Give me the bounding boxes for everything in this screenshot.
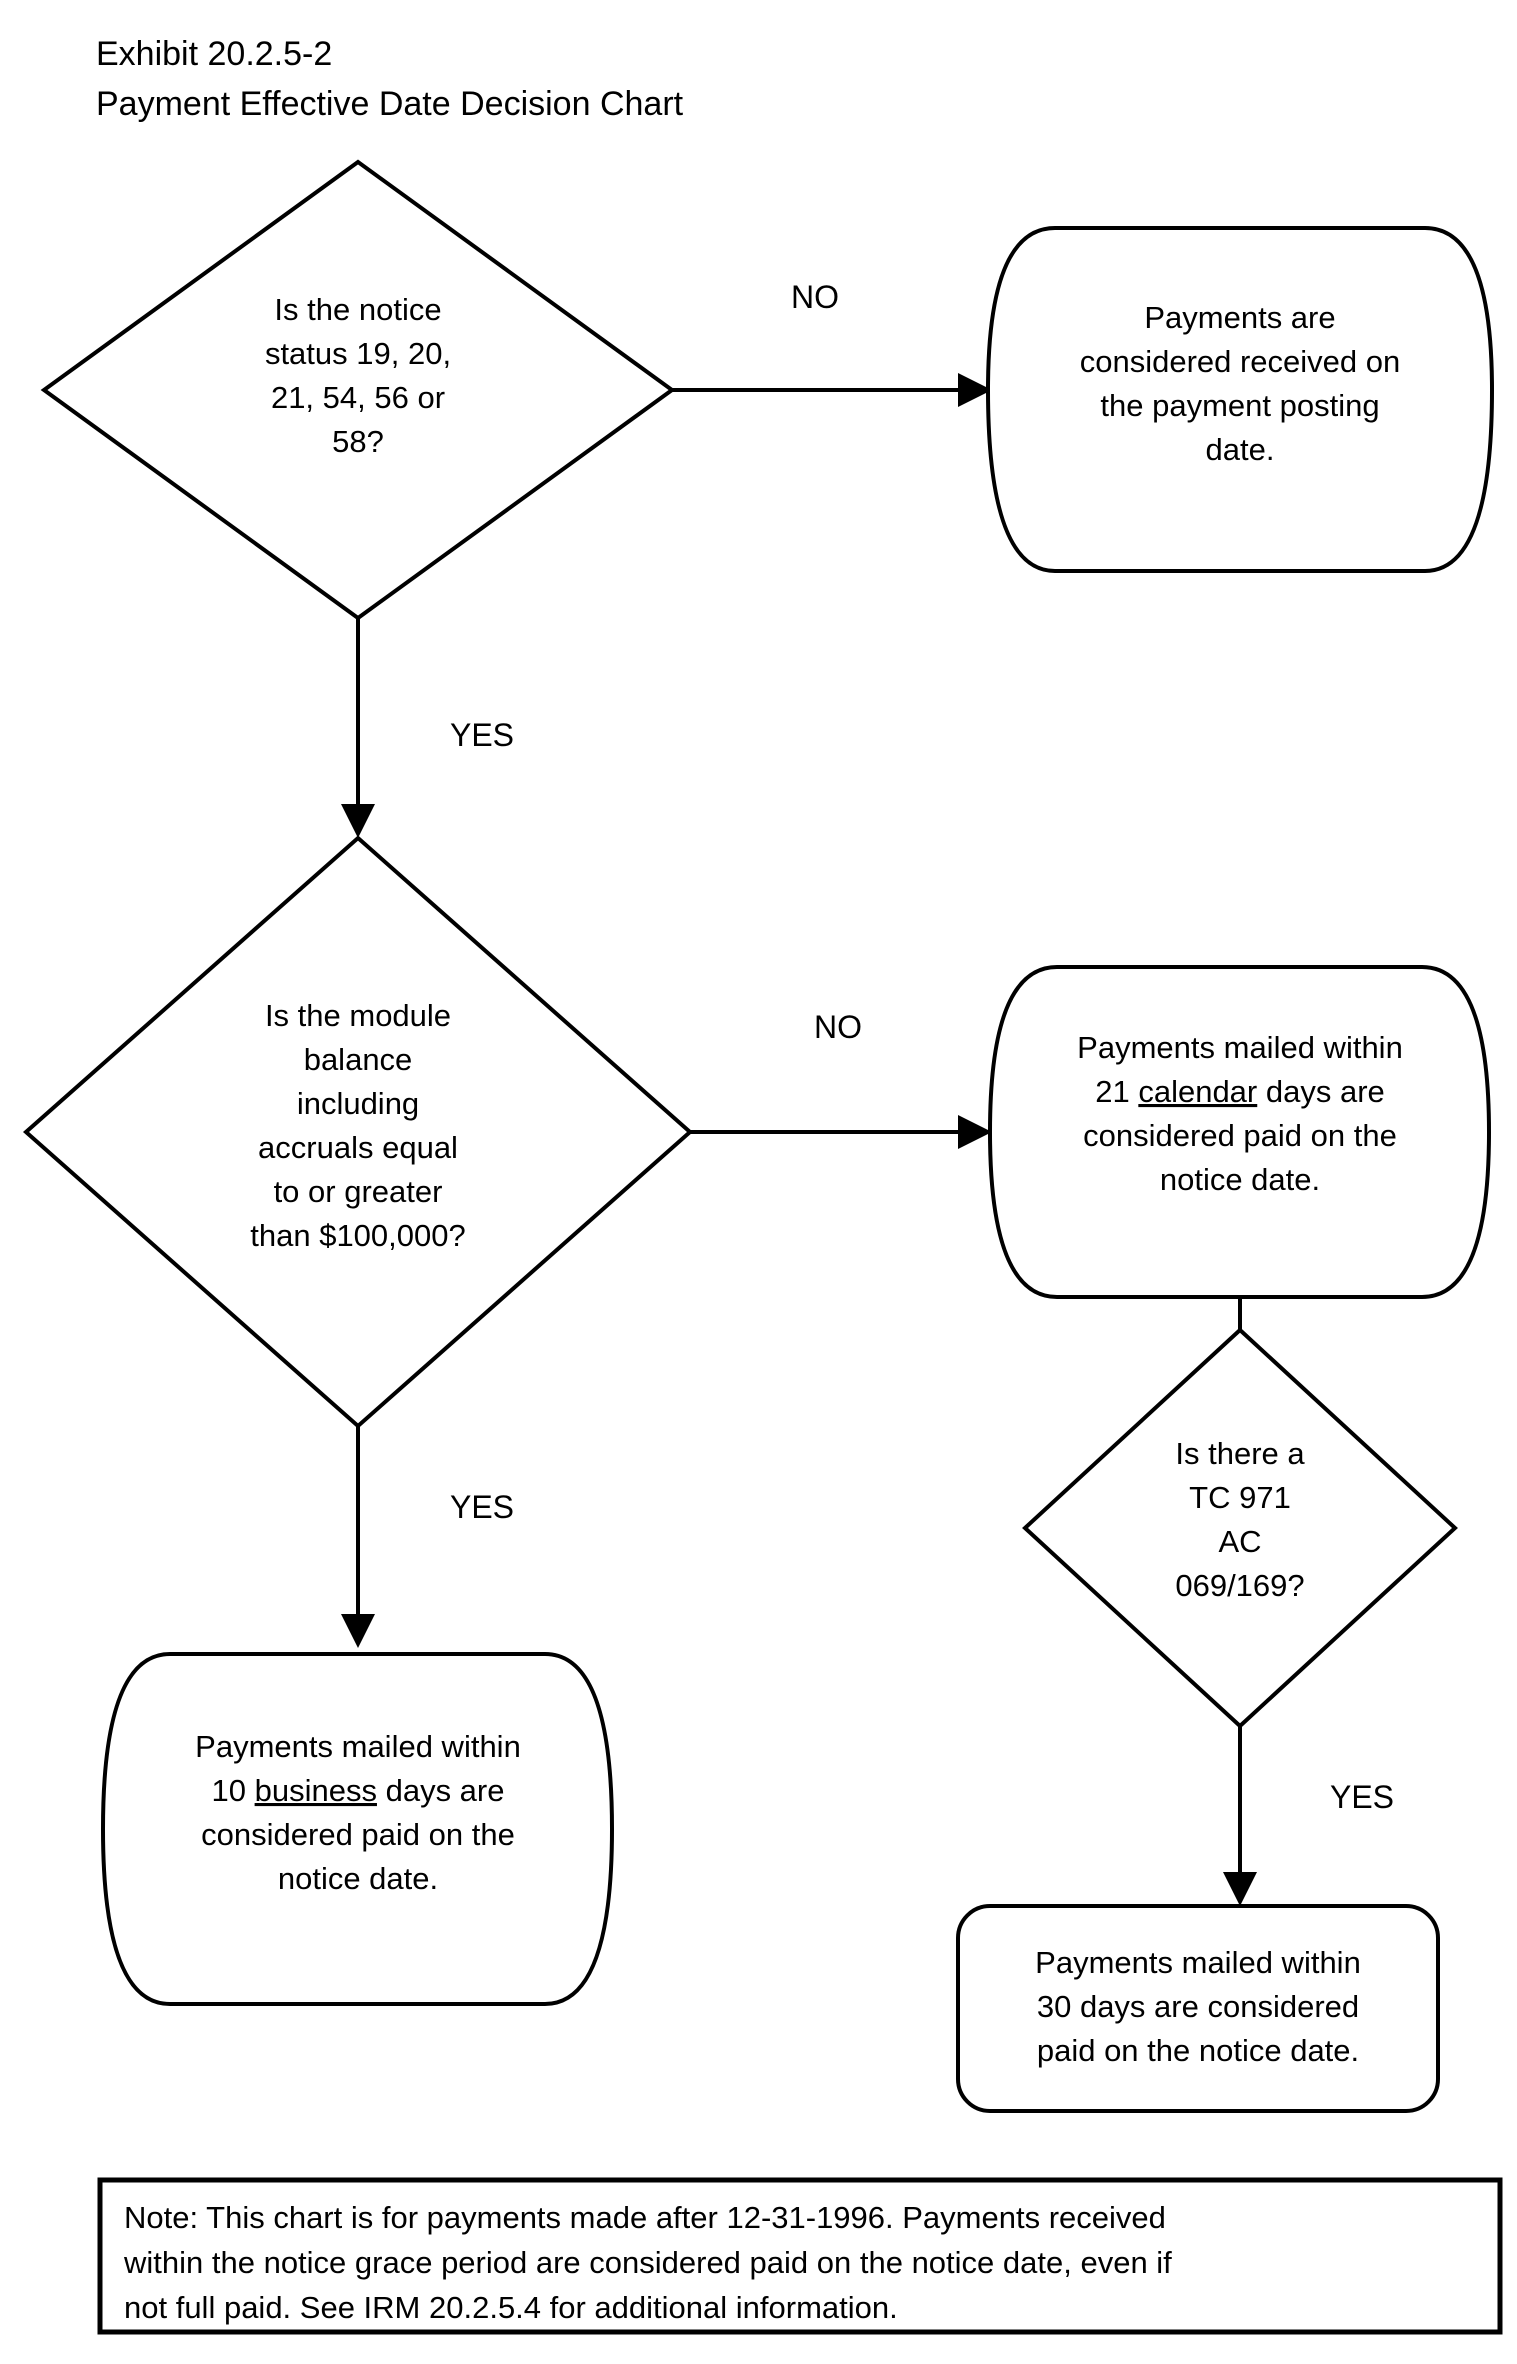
decision-node-module-balance[interactable]: Is the module balance including accruals… [22, 835, 694, 1429]
outcome-line-2-suffix: days are [377, 1773, 505, 1808]
decision-line-3: including [297, 1086, 419, 1121]
outcome-line-3: paid on the notice date. [1037, 2033, 1359, 2068]
exhibit-id: Exhibit 20.2.5-2 [96, 35, 332, 73]
decision-line-1: Is there a [1175, 1436, 1305, 1471]
outcome-line-3: the payment posting [1100, 388, 1379, 423]
edge-module-balance-yes: YES [341, 1426, 514, 1648]
outcome-line-2: 10 business days are [212, 1773, 505, 1808]
outcome-line-1: Payments are [1144, 300, 1335, 335]
edge-tc971-yes: YES [1223, 1726, 1394, 1906]
outcome-line-1: Payments mailed within [1077, 1030, 1403, 1065]
outcome-line-4: notice date. [278, 1861, 438, 1896]
arrowhead-icon [1223, 1872, 1257, 1906]
decision-line-3: AC [1218, 1524, 1261, 1559]
edge-label-no-2: NO [814, 1009, 862, 1045]
note-line-3: not full paid. See IRM 20.2.5.4 for addi… [124, 2290, 898, 2325]
decision-node-notice-status[interactable]: Is the notice status 19, 20, 21, 54, 56 … [40, 159, 676, 621]
outcome-line-2-prefix: 10 [212, 1773, 255, 1808]
outcome-node-21-calendar-days[interactable]: Payments mailed within 21 calendar days … [987, 965, 1492, 1299]
rounded-terminator-shape [100, 1652, 615, 2006]
page-title: Payment Effective Date Decision Chart [96, 85, 684, 123]
decision-line-4: 58? [332, 424, 384, 459]
decision-line-2: status 19, 20, [265, 336, 451, 371]
decision-line-2: TC 971 [1189, 1480, 1291, 1515]
arrowhead-icon [341, 1614, 375, 1648]
arrowhead-icon [958, 1115, 992, 1149]
decision-line-5: to or greater [274, 1174, 443, 1209]
outcome-node-10-business-days[interactable]: Payments mailed within 10 business days … [100, 1652, 615, 2006]
arrowhead-icon [341, 804, 375, 838]
decision-line-3: 21, 54, 56 or [271, 380, 445, 415]
outcome-line-2: 21 calendar days are [1095, 1074, 1385, 1109]
outcome-line-1: Payments mailed within [195, 1729, 521, 1764]
note-box: Note: This chart is for payments made af… [97, 2177, 1503, 2335]
outcome-line-2-emphasis: business [255, 1773, 377, 1808]
edge-module-balance-no: NO [690, 1009, 992, 1149]
rounded-terminator-shape [987, 965, 1492, 1299]
edge-notice-status-no: NO [672, 279, 992, 407]
decision-line-2: balance [304, 1042, 413, 1077]
outcome-node-posting-date[interactable]: Payments are considered received on the … [985, 226, 1495, 573]
outcome-line-2-suffix: days are [1257, 1074, 1385, 1109]
edge-notice-status-yes: YES [341, 618, 514, 838]
outcome-line-4: date. [1206, 432, 1275, 467]
decision-line-6: than $100,000? [250, 1218, 466, 1253]
outcome-node-30-days[interactable]: Payments mailed within 30 days are consi… [956, 1904, 1440, 2113]
outcome-line-2-emphasis: calendar [1138, 1074, 1257, 1109]
outcome-line-3: considered paid on the [1083, 1118, 1397, 1153]
outcome-line-4: notice date. [1160, 1162, 1320, 1197]
arrowhead-icon [958, 373, 992, 407]
rounded-rect-shape [956, 1904, 1440, 2113]
decision-node-tc971-ac069-169[interactable]: Is there a TC 971 AC 069/169? [1022, 1327, 1458, 1729]
edge-label-yes-3: YES [1330, 1779, 1394, 1815]
decision-line-1: Is the module [265, 998, 451, 1033]
decision-line-4: accruals equal [258, 1130, 458, 1165]
outcome-line-3: considered paid on the [201, 1817, 515, 1852]
decision-line-1: Is the notice [274, 292, 441, 327]
note-box-outline [97, 2177, 1503, 2335]
outcome-line-2: considered received on [1080, 344, 1401, 379]
edge-label-yes-1: YES [450, 717, 514, 753]
note-line-2: within the notice grace period are consi… [123, 2245, 1172, 2280]
outcome-line-2: 30 days are considered [1037, 1989, 1359, 2024]
decision-line-4: 069/169? [1175, 1568, 1304, 1603]
outcome-line-1: Payments mailed within [1035, 1945, 1361, 1980]
edge-label-no-1: NO [791, 279, 839, 315]
rounded-terminator-shape [985, 226, 1495, 573]
outcome-line-2-prefix: 21 [1095, 1074, 1138, 1109]
note-line-1: Note: This chart is for payments made af… [124, 2200, 1166, 2235]
edge-label-yes-2: YES [450, 1489, 514, 1525]
